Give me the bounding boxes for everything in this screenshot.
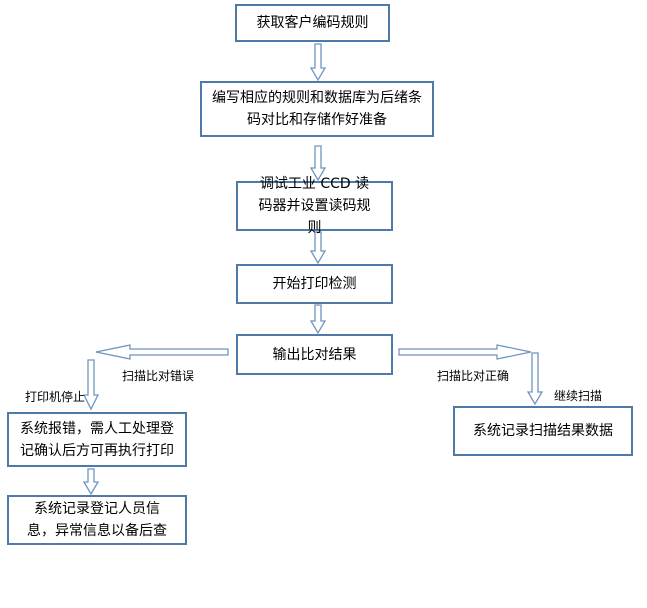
record-person-info-box: 系统记录登记人员信息，异常信息以备后查 — [7, 495, 187, 545]
record-scan-result-box: 系统记录扫描结果数据 — [453, 406, 633, 456]
scan-correct-label: 扫描比对正确 — [437, 369, 510, 383]
arrow-error-to-record — [82, 468, 100, 496]
arrow-output-to-error-branch — [95, 344, 229, 360]
system-error-box: 系统报错，需人工处理登记确认后方可再执行打印 — [7, 412, 187, 467]
arrow-get-to-write — [309, 43, 327, 82]
output-compare-result-text: 输出比对结果 — [272, 346, 357, 363]
output-compare-result-box: 输出比对结果 — [236, 334, 393, 375]
start-print-check-text: 开始打印检测 — [272, 276, 357, 292]
arrow-continue-scan-down — [526, 352, 544, 406]
arrow-debug-to-start — [309, 231, 327, 265]
write-rules-box: 编写相应的规则和数据库为后绪条码对比和存储作好准备 — [200, 81, 434, 137]
arrow-write-to-debug — [309, 145, 327, 182]
record-scan-result-text: 系统记录扫描结果数据 — [473, 423, 613, 439]
debug-ccd-reader-box: 调试工业 CCD 读码器并设置读码规则 — [236, 176, 393, 236]
arrow-start-to-output — [309, 304, 327, 335]
get-customer-rules-box: 获取客户编码规则 — [235, 4, 390, 42]
continue-scan-label: 继续扫描 — [554, 389, 603, 403]
record-person-info-text: 系统记录登记人员信息，异常信息以备后查 — [27, 501, 167, 539]
arrow-printer-stop-down — [82, 359, 100, 411]
write-rules-text: 编写相应的规则和数据库为后绪条码对比和存储作好准备 — [212, 90, 422, 128]
get-customer-rules-text: 获取客户编码规则 — [256, 15, 369, 31]
printer-stop-label: 打印机停止 — [25, 390, 86, 404]
scan-error-label: 扫描比对错误 — [122, 369, 195, 383]
system-error-text: 系统报错，需人工处理登记确认后方可再执行打印 — [20, 420, 174, 459]
debug-ccd-reader-text: 调试工业 CCD 读码器并设置读码规则 — [258, 176, 371, 236]
start-print-check-box: 开始打印检测 — [236, 264, 393, 304]
arrow-output-to-correct-branch — [398, 344, 532, 360]
